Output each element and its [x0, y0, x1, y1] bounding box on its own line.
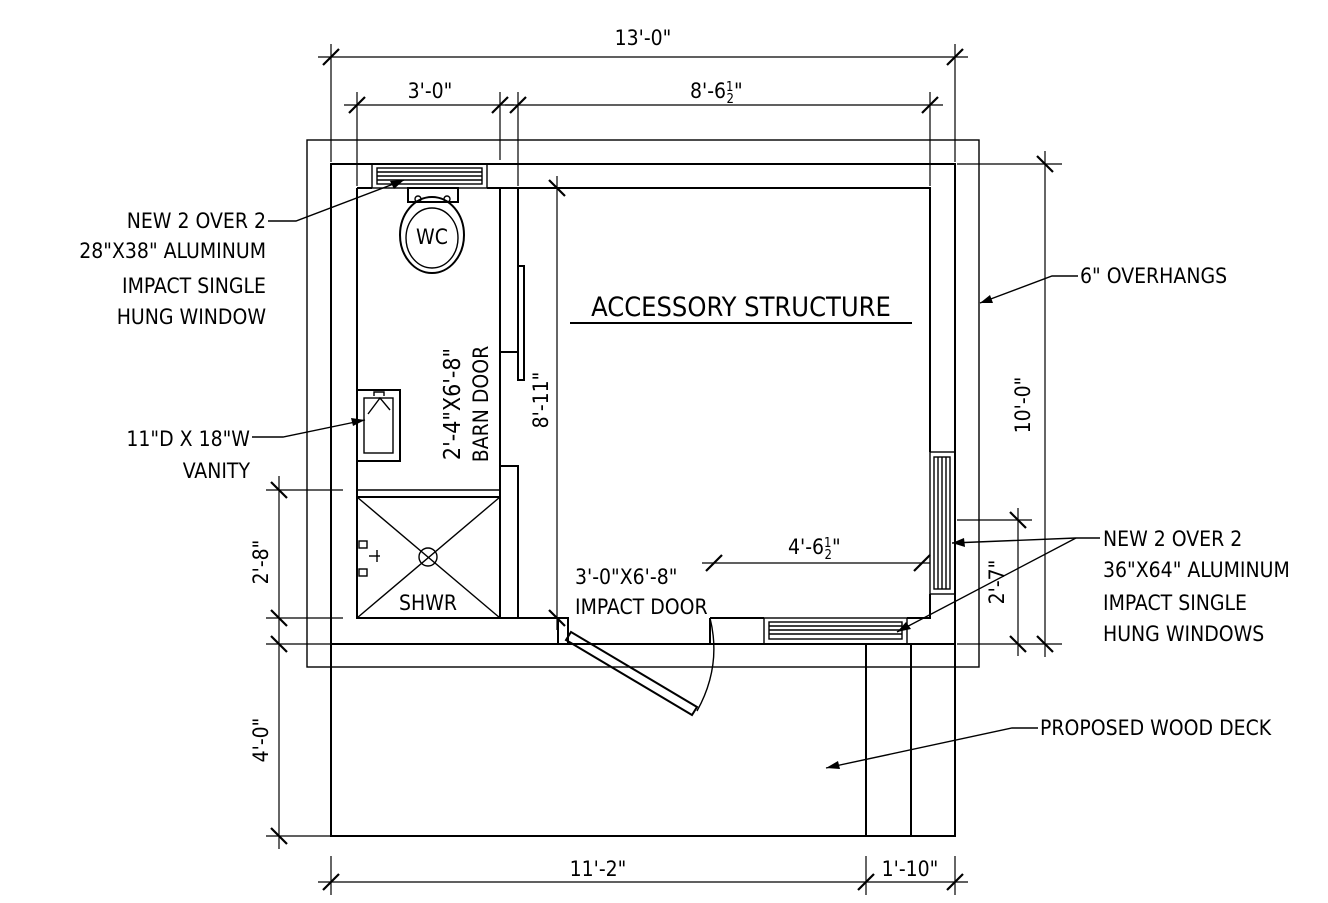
svg-text:6" OVERHANGS: 6" OVERHANGS [1080, 264, 1227, 288]
impact-door-swing [557, 617, 715, 717]
note-overhangs: 6" OVERHANGS [979, 264, 1227, 304]
dim-window-right: 2'-7" [985, 560, 1009, 605]
dimension-interior-depth [548, 176, 566, 630]
dim-bottom-right: 1'-10" [882, 857, 939, 881]
wc-label: WC [416, 225, 448, 249]
barn-door-label: BARN DOOR [469, 346, 493, 463]
toilet-fixture: WC [399, 187, 465, 274]
barn-door-size-label: 2'-4"X6'-8" [440, 348, 466, 460]
dimension-bath-width [344, 92, 514, 186]
dim-deck-depth: 4'-0" [249, 718, 273, 763]
dimension-room-width [505, 92, 943, 186]
note-deck: PROPOSED WOOD DECK [825, 716, 1272, 769]
svg-text:PROPOSED WOOD DECK: PROPOSED WOOD DECK [1040, 716, 1272, 740]
structure-title: ACCESSORY STRUCTURE [591, 292, 891, 323]
wood-deck-outline [330, 643, 956, 837]
dimension-bottom [318, 856, 968, 895]
dimension-shower-depth [266, 476, 343, 631]
dimension-window-offset [957, 508, 1032, 656]
dim-right-height: 10'-0" [1011, 377, 1035, 434]
dimension-door-offset [702, 554, 931, 572]
dim-shower-depth: 2'-8" [249, 540, 273, 585]
vanity-fixture [356, 389, 401, 462]
window-bathroom [371, 163, 488, 189]
dim-overall-top: 13'-0" [615, 26, 672, 50]
shower-label: SHWR [399, 591, 457, 615]
dimension-overall-width [318, 44, 968, 162]
impact-door-label: IMPACT DOOR [575, 595, 708, 619]
shower-fixture: SHWR [356, 489, 501, 619]
window-front-wall [763, 617, 908, 645]
window-right-wall [929, 451, 956, 595]
dimension-overall-depth [957, 151, 1062, 657]
impact-door-size-label: 3'-0"X6'-8" [575, 565, 677, 589]
barn-door-slab [517, 265, 525, 381]
dimension-deck-depth [266, 631, 331, 849]
roof-overhang-outline [306, 139, 980, 668]
dim-top-left: 3'-0" [408, 79, 453, 103]
dim-bottom-left: 11'-2" [570, 857, 627, 881]
dim-interior-height: 8'-11" [529, 372, 553, 429]
